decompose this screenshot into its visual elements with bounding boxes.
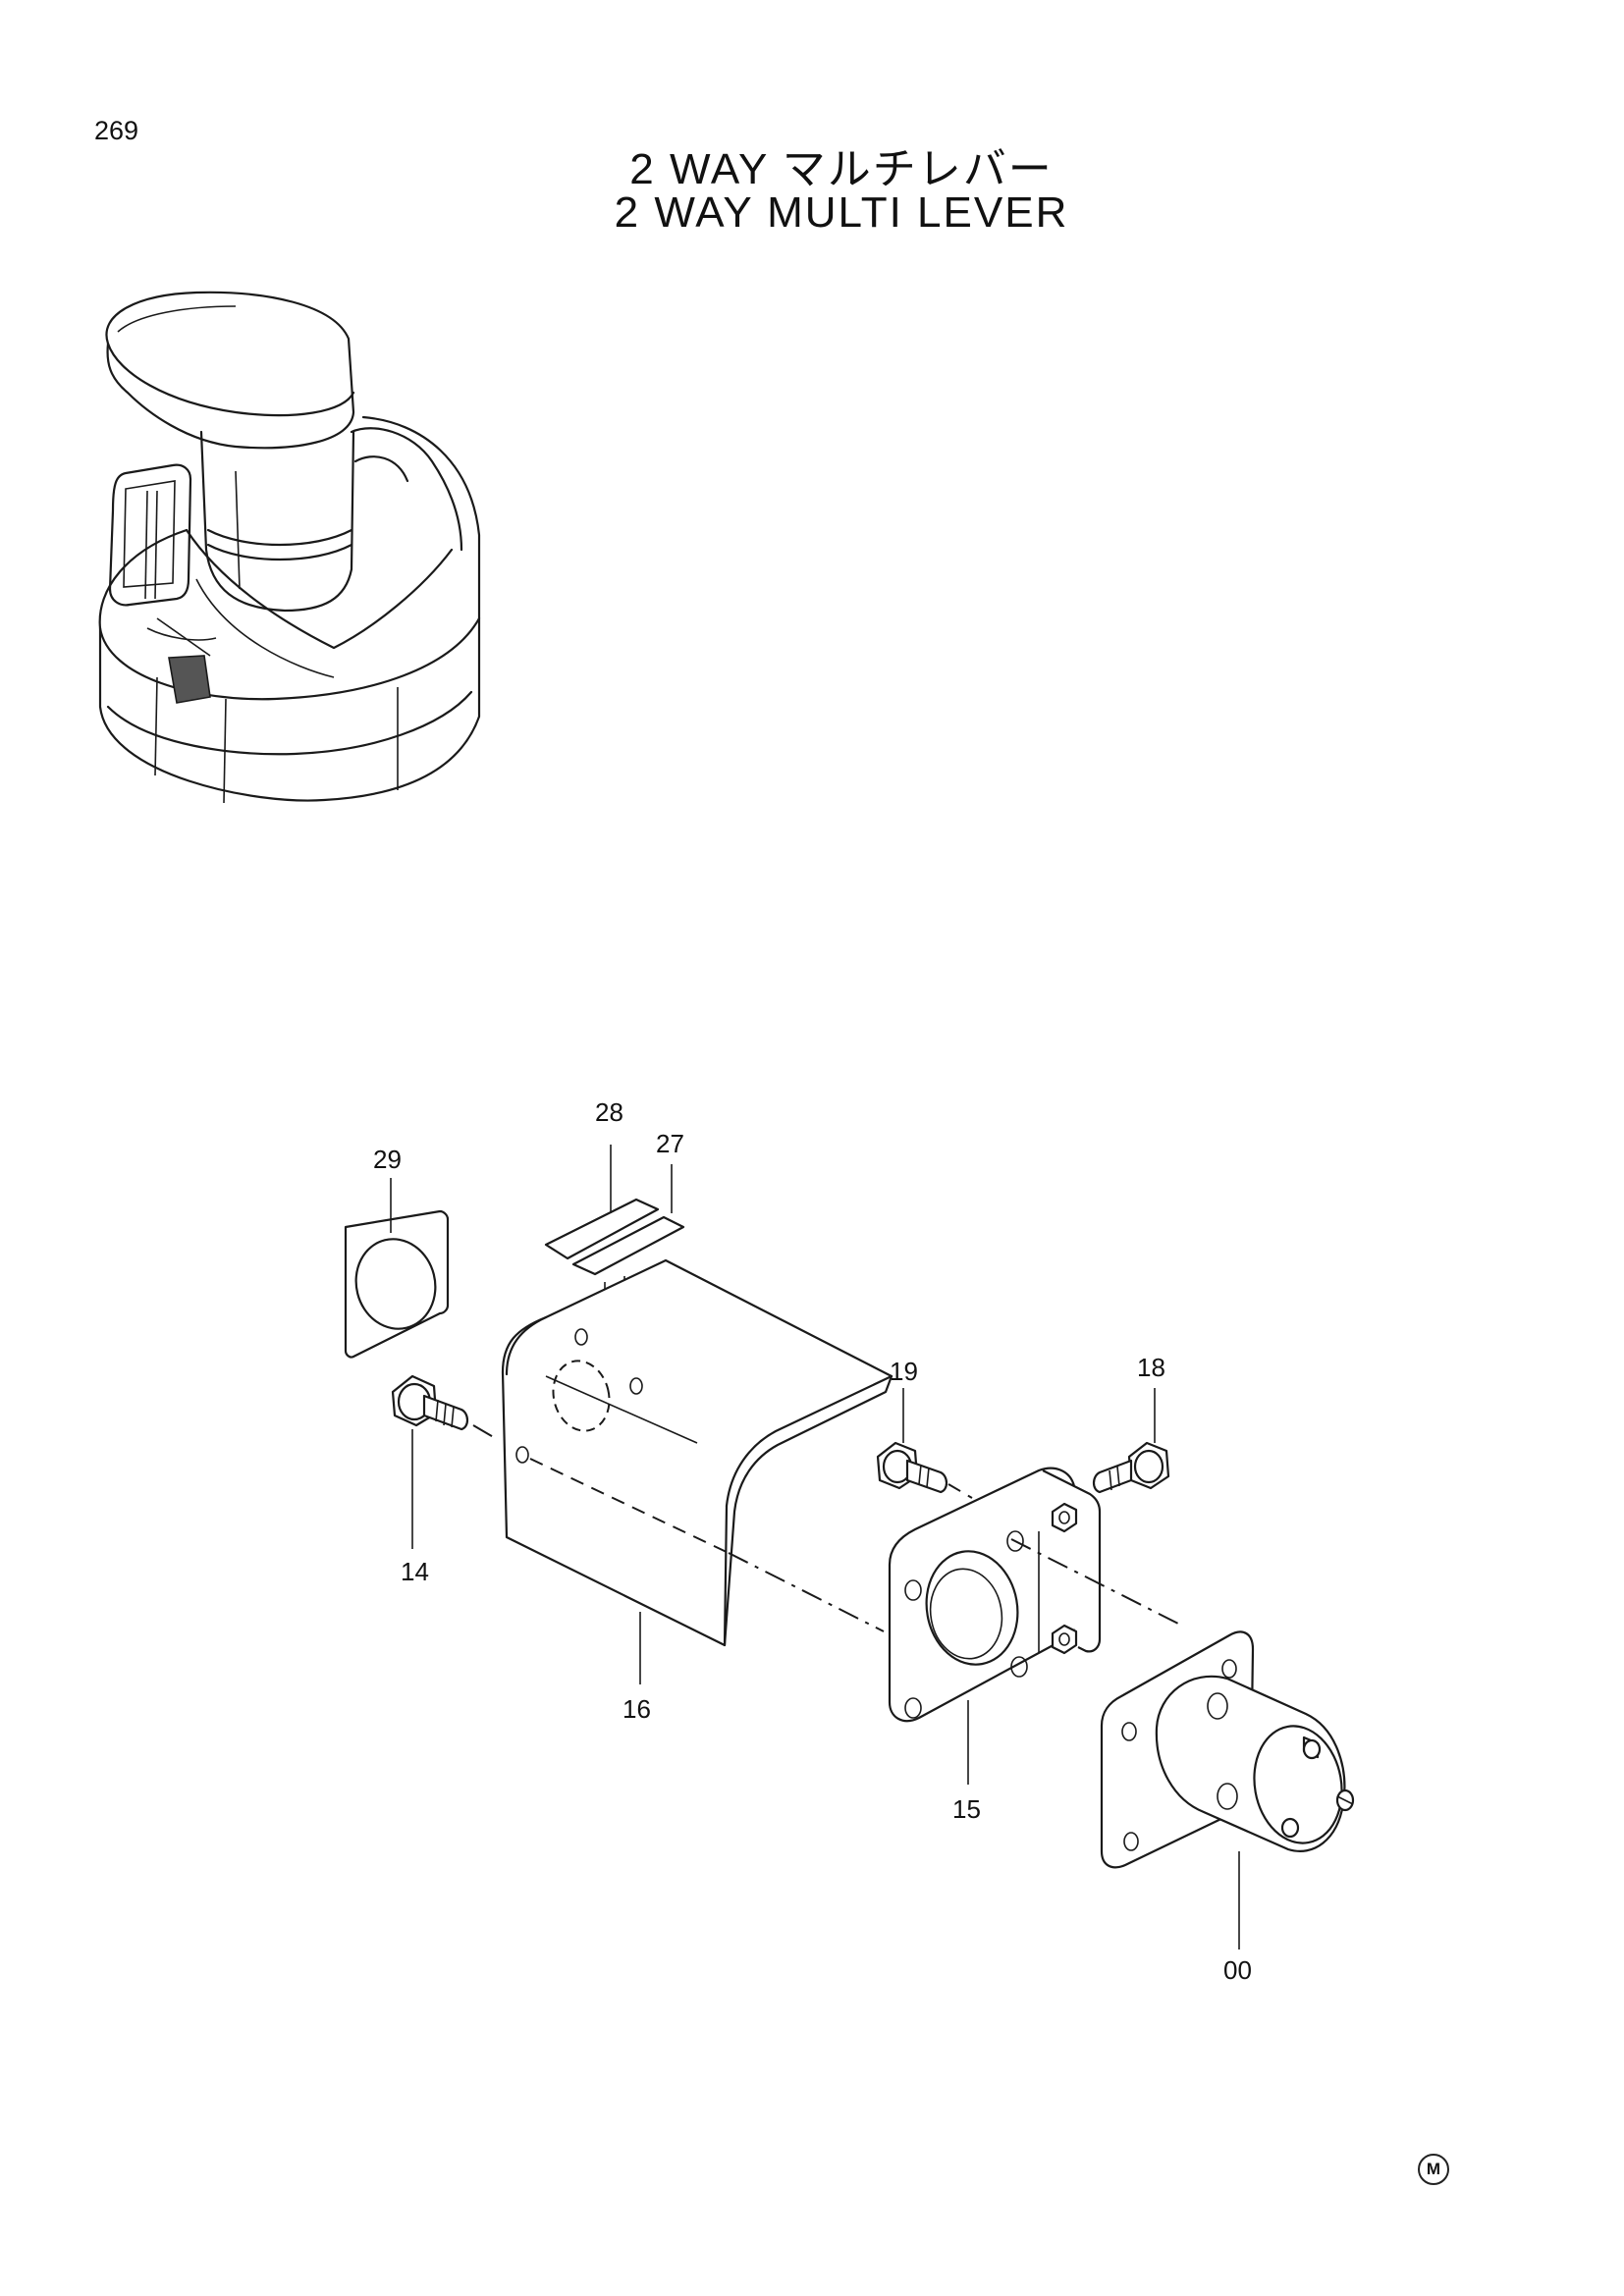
- label-part-15: 15: [952, 1794, 981, 1824]
- part-15-bracket: [888, 1467, 1102, 1785]
- label-part-00: 00: [1223, 1955, 1252, 1985]
- title-japanese: 2 WAY マルチレバー: [629, 145, 1054, 193]
- label-part-19: 19: [890, 1357, 918, 1386]
- part-00-switch: [1100, 1630, 1355, 1949]
- part-19-bolt: [876, 1388, 973, 1499]
- page-number: 269: [94, 116, 139, 145]
- part-28-27-decals: [544, 1145, 685, 1325]
- title-english: 2 WAY MULTI LEVER: [614, 188, 1069, 237]
- center-line-right: [1010, 1538, 1179, 1625]
- label-part-27: 27: [656, 1129, 684, 1158]
- registered-mark-badge: M: [1418, 2154, 1449, 2185]
- center-line-left: [728, 1552, 885, 1632]
- label-part-16: 16: [623, 1694, 651, 1724]
- part-14-bolt: [391, 1374, 498, 1549]
- part-18-bolt: [1092, 1388, 1170, 1494]
- label-part-18: 18: [1137, 1353, 1165, 1382]
- console-overview-illustration: [98, 291, 481, 804]
- part-16-cover: [501, 1258, 893, 1684]
- label-part-29: 29: [373, 1145, 402, 1174]
- label-part-28: 28: [595, 1097, 623, 1127]
- part-29-gasket: [344, 1178, 450, 1359]
- label-part-14: 14: [401, 1557, 429, 1586]
